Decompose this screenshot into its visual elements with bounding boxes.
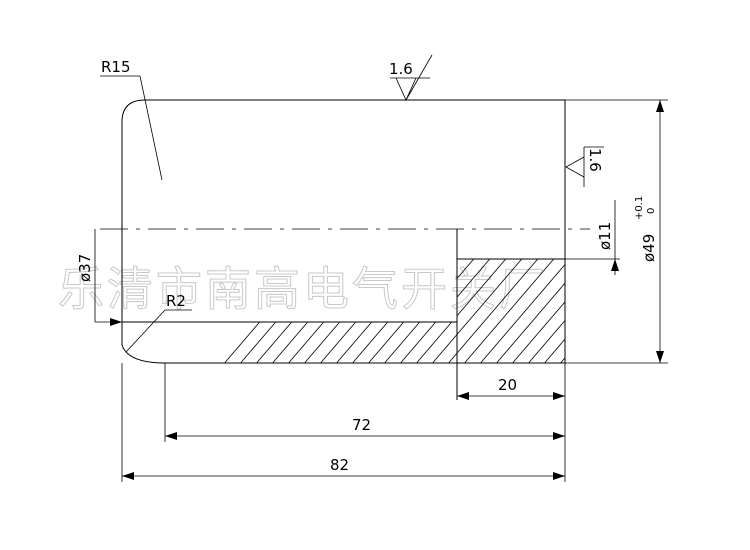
dim-11-arrow-bottom (611, 259, 619, 271)
hatch-line (738, 240, 750, 380)
dim-82-arrow-left (122, 472, 134, 480)
dim-37-arrow (110, 318, 122, 326)
hatch-line (722, 240, 750, 380)
dim-72-label: 72 (352, 416, 371, 434)
dim-20-arrow-left (457, 392, 469, 400)
hatch-line (658, 240, 750, 380)
hatch-line (481, 259, 565, 363)
hatch-line (449, 259, 565, 363)
dim-49-tol-lower: 0 (646, 208, 657, 214)
hatch-line (401, 259, 523, 363)
hatch-line (465, 259, 565, 363)
roughness-top-label: 1.6 (389, 60, 413, 78)
dim-37-label: ø37 (76, 254, 94, 282)
roughness-right-label: 1.6 (586, 148, 604, 172)
dim-11-label: ø11 (596, 222, 614, 250)
dim-49-arrow-bottom (656, 351, 664, 363)
hatch-line (497, 259, 565, 363)
hatch-line (706, 240, 750, 380)
hatch-line (578, 240, 698, 380)
r15-leader-slant (139, 75, 163, 181)
dim-72-arrow-right (553, 432, 565, 440)
hatch-line (642, 240, 750, 380)
dim-82-arrow-right (553, 472, 565, 480)
dim-82-label: 82 (330, 456, 349, 474)
roughness-top-symbol (390, 54, 433, 101)
dim-49-label: ø49 (640, 234, 658, 262)
roughness-right-symbol (565, 146, 604, 187)
dim-72-arrow-left (165, 432, 177, 440)
dim-20-label: 20 (498, 376, 517, 394)
dim-49-arrow-top (656, 100, 664, 112)
hatch-line (513, 259, 565, 363)
hatch-line (433, 259, 555, 363)
hatch-line (529, 259, 565, 363)
r2-leader-slant (125, 309, 166, 353)
dim-49-tol-upper: +0.1 (634, 196, 645, 220)
hatch-line (674, 240, 750, 380)
r15-label: R15 (101, 58, 131, 76)
watermark-text: 乐清市南高电气开关厂 (58, 262, 548, 316)
hatch-region (209, 240, 750, 380)
dim-20-arrow-right (553, 392, 565, 400)
hatch-line (561, 259, 565, 363)
hatch-line (610, 240, 730, 380)
hatch-line (690, 240, 750, 380)
part-outline (121, 99, 566, 364)
r2-label: R2 (166, 292, 186, 310)
hatch-line (417, 259, 539, 363)
